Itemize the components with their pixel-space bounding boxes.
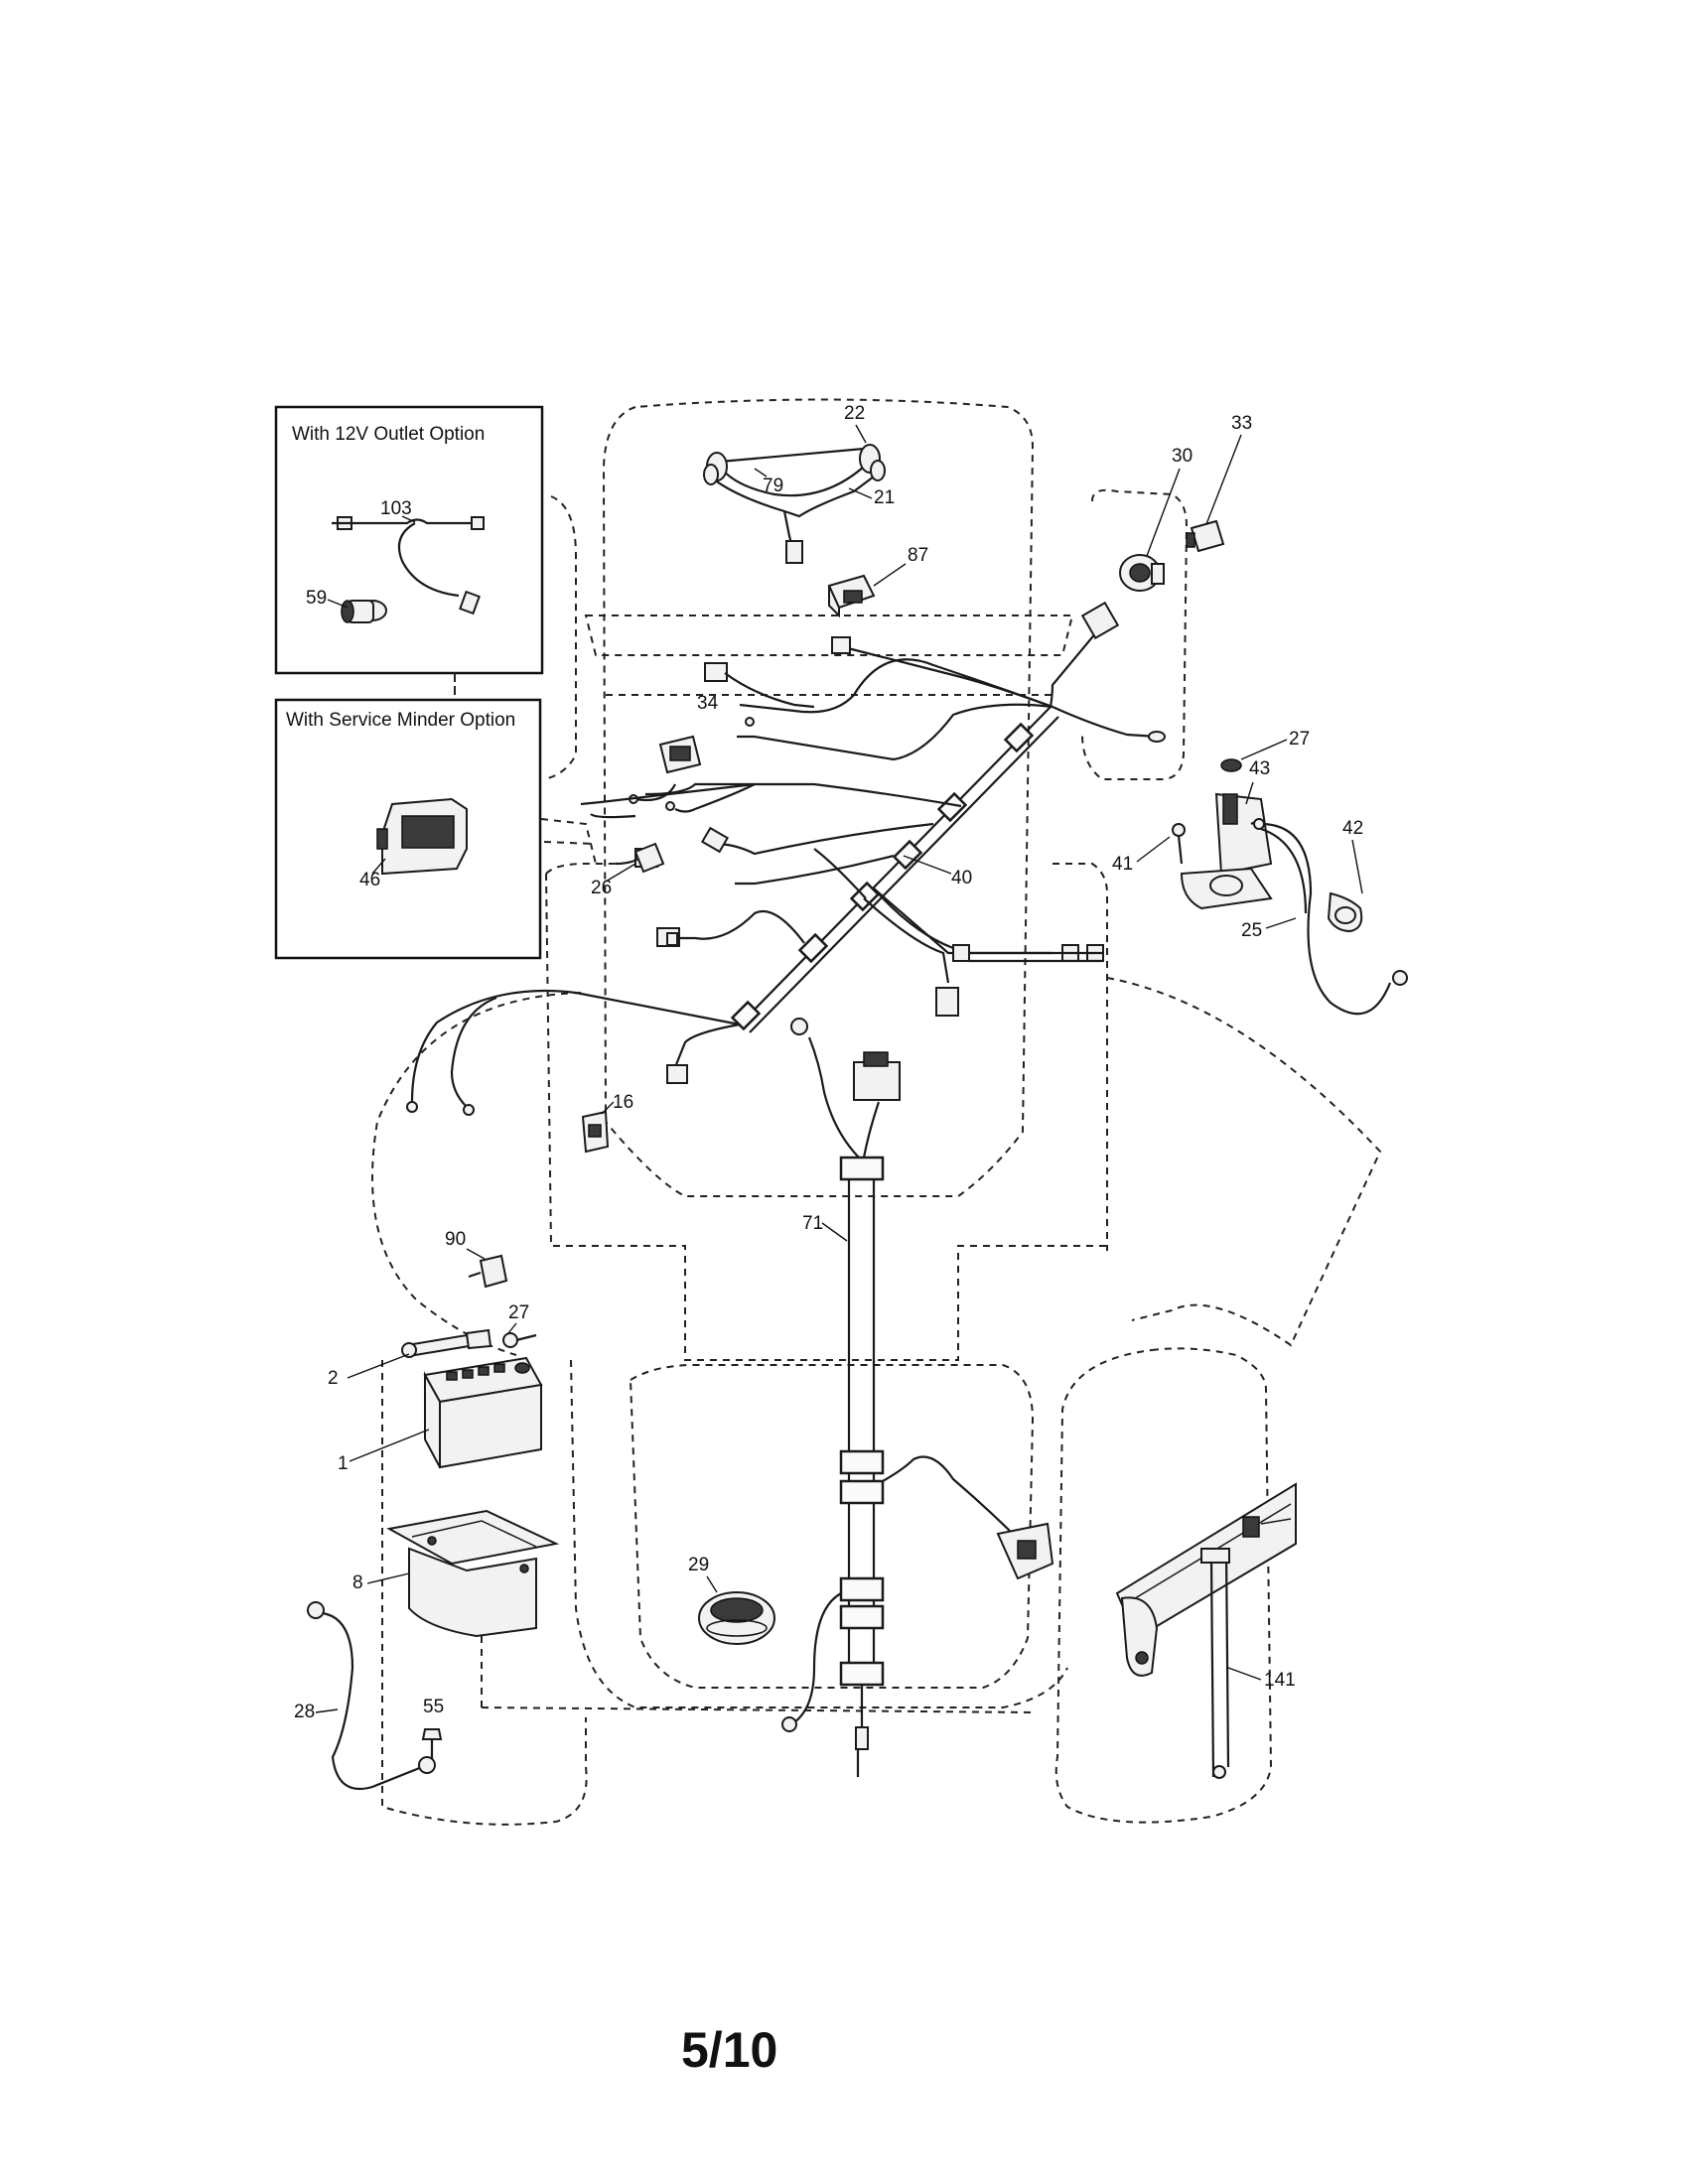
callout-28: 28 [294, 1702, 315, 1722]
option-box-title: With 12V Outlet Option [292, 424, 485, 445]
callout-87: 87 [908, 545, 928, 566]
option-box-service-minder: With Service Minder Option 46 [274, 698, 542, 960]
fuse-26 [633, 842, 665, 874]
battery-1 [423, 1356, 543, 1469]
option-box-title: With Service Minder Option [286, 710, 515, 731]
callout-16: 16 [613, 1092, 633, 1113]
callout-29: 29 [688, 1555, 709, 1575]
callout-71: 71 [802, 1213, 823, 1234]
bolt-55 [421, 1728, 443, 1759]
rear-wire-harness [781, 1018, 1054, 1777]
callout-34: 34 [697, 693, 719, 714]
safety-switch-16 [581, 1110, 610, 1154]
service-minder-display-icon [376, 797, 468, 876]
diode-90 [468, 1254, 508, 1289]
callout-27-battery: 27 [508, 1302, 529, 1323]
callout-27-top: 27 [1289, 729, 1310, 750]
battery-cable-25 [1253, 818, 1408, 1016]
callout-46: 46 [359, 870, 380, 890]
callout-41: 41 [1112, 854, 1133, 875]
callout-103: 103 [380, 498, 412, 519]
bolt-2 [401, 1328, 492, 1358]
terminal-boot-42 [1327, 891, 1363, 933]
battery-hardware-27 [502, 1332, 537, 1348]
tractor-outline [371, 398, 1382, 1826]
seat-switch-29 [698, 1591, 775, 1645]
headlight-harness [703, 444, 886, 564]
callout-22: 22 [844, 403, 865, 424]
callout-90: 90 [445, 1229, 466, 1250]
callout-30: 30 [1172, 446, 1193, 467]
callout-1: 1 [338, 1453, 349, 1474]
callout-21: 21 [874, 487, 895, 508]
callout-141: 141 [1264, 1670, 1296, 1691]
callout-25: 25 [1241, 920, 1262, 941]
callout-55: 55 [423, 1697, 444, 1717]
callout-8: 8 [352, 1572, 363, 1593]
battery-tray-8 [386, 1509, 560, 1638]
ignition-switch [1119, 554, 1165, 592]
bolt-41 [1172, 823, 1186, 865]
ground-cable-28 [307, 1601, 436, 1791]
starter-solenoid [1180, 758, 1273, 910]
power-outlet-icon [341, 600, 387, 623]
callout-33: 33 [1231, 413, 1252, 434]
ignition-key [1186, 519, 1225, 553]
callout-42: 42 [1342, 818, 1363, 839]
option-box-12v-outlet: With 12V Outlet Option 103 59 [274, 405, 544, 675]
callout-2: 2 [328, 1368, 339, 1389]
rocker-switch-34 [658, 735, 702, 774]
callout-43: 43 [1249, 758, 1270, 779]
page-number: 5/10 [681, 2022, 777, 2078]
relay-87 [827, 574, 876, 618]
outlet-wire-harness [332, 516, 485, 615]
callout-79: 79 [763, 476, 783, 496]
callout-59: 59 [306, 588, 327, 609]
callout-40: 40 [951, 868, 972, 888]
main-wire-harness [406, 601, 1166, 1116]
callout-26: 26 [591, 878, 612, 898]
rod-assembly-141 [1115, 1482, 1297, 1779]
